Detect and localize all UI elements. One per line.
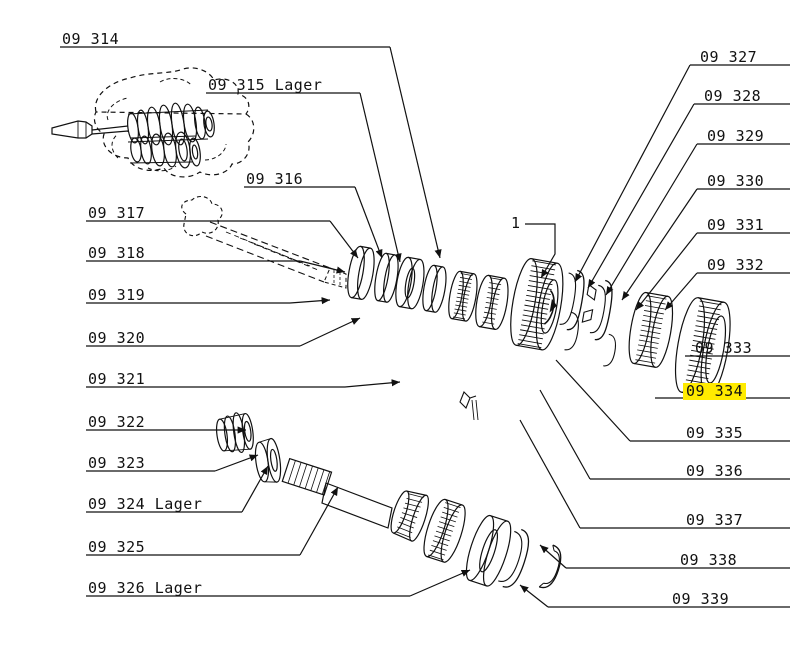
part-label-09336[interactable]: 09 336 bbox=[686, 462, 744, 480]
output-gear-cluster bbox=[390, 490, 429, 542]
leader-line-09335 bbox=[555, 359, 631, 442]
leader-line-09325 bbox=[299, 486, 339, 556]
leader-line-09320 bbox=[299, 317, 361, 347]
leader-lines-group bbox=[196, 46, 698, 608]
part-label-09335[interactable]: 09 335 bbox=[686, 424, 744, 442]
leader-line-09323 bbox=[214, 454, 259, 472]
part-label-09339[interactable]: 09 339 bbox=[672, 590, 730, 608]
part-label-09314[interactable]: 09 314 bbox=[62, 30, 120, 48]
part-label-09326[interactable]: 09 326 Lager bbox=[88, 579, 203, 597]
leader-line-09338 bbox=[539, 544, 567, 569]
main-gear-train bbox=[347, 245, 731, 398]
part-label-09333[interactable]: 09 333 bbox=[695, 339, 753, 357]
main-gear bbox=[510, 258, 564, 351]
leader-line-09328 bbox=[587, 103, 695, 289]
part-label-09327[interactable]: 09 327 bbox=[700, 48, 758, 66]
part-label-09328[interactable]: 09 328 bbox=[704, 87, 762, 105]
part-label-09337[interactable]: 09 337 bbox=[686, 511, 744, 529]
part-label-09329[interactable]: 09 329 bbox=[707, 127, 765, 145]
label-underlines-group bbox=[60, 46, 790, 608]
leader-line-09336 bbox=[539, 389, 591, 480]
part-label-09338[interactable]: 09 338 bbox=[680, 551, 738, 569]
part-label-09316[interactable]: 09 316 bbox=[246, 170, 304, 188]
output-shaft-assembly bbox=[215, 412, 562, 589]
leader-line-09316 bbox=[354, 186, 383, 259]
callout-number-1: 1 bbox=[511, 214, 521, 232]
part-label-09322[interactable]: 09 322 bbox=[88, 413, 146, 431]
part-label-09330[interactable]: 09 330 bbox=[707, 172, 765, 190]
part-label-09318[interactable]: 09 318 bbox=[88, 244, 146, 262]
leader-line-09315 bbox=[359, 92, 402, 263]
leader-line-09326 bbox=[409, 569, 471, 597]
leader-line-09319 bbox=[289, 297, 331, 305]
gearbox-housing-assembly bbox=[51, 67, 255, 178]
part-label-09331[interactable]: 09 331 bbox=[707, 216, 765, 234]
leader-line-09318 bbox=[299, 260, 346, 274]
leader-line-09331 bbox=[635, 232, 698, 311]
part-label-09315[interactable]: 09 315 Lager bbox=[208, 76, 323, 94]
countershaft-dashed bbox=[181, 195, 347, 289]
callout-leader-1 bbox=[525, 223, 556, 279]
part-label-09317[interactable]: 09 317 bbox=[88, 204, 146, 222]
synchro-sleeve bbox=[628, 291, 674, 368]
leader-line-09330 bbox=[621, 188, 698, 301]
leader-line-09339 bbox=[519, 584, 549, 608]
part-label-09319[interactable]: 09 319 bbox=[88, 286, 146, 304]
snap-ring bbox=[538, 544, 562, 589]
leader-line-09337 bbox=[519, 419, 581, 529]
shift-pin bbox=[459, 391, 479, 421]
leader-line-09317 bbox=[329, 220, 359, 259]
part-label-09320[interactable]: 09 320 bbox=[88, 329, 146, 347]
part-label-09324[interactable]: 09 324 Lager bbox=[88, 495, 203, 513]
leader-line-09324 bbox=[241, 465, 269, 513]
leader-line-09314 bbox=[389, 46, 442, 259]
leader-line-09329 bbox=[605, 143, 698, 296]
leader-line-09327 bbox=[574, 64, 691, 283]
leader-line-09332 bbox=[664, 272, 698, 311]
leader-line-09321 bbox=[344, 379, 401, 388]
part-label-09325[interactable]: 09 325 bbox=[88, 538, 146, 556]
part-label-09321[interactable]: 09 321 bbox=[88, 370, 146, 388]
part-label-09332[interactable]: 09 332 bbox=[707, 256, 765, 274]
part-label-09334[interactable]: 09 334 bbox=[683, 383, 747, 400]
part-label-09323[interactable]: 09 323 bbox=[88, 454, 146, 472]
